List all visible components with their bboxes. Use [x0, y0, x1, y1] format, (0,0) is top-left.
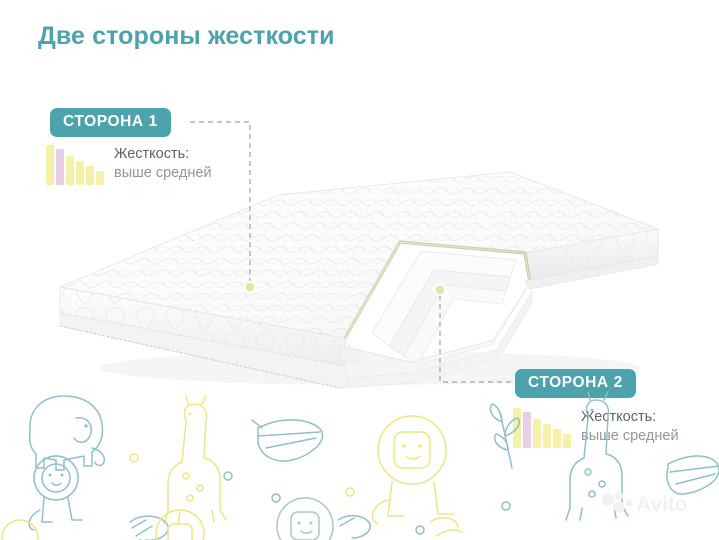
bar-6 — [563, 434, 571, 448]
hardness-text-2: Жесткость: выше средней — [581, 406, 679, 446]
side-badge-2: СТОРОНА 2 — [515, 369, 636, 398]
bar-2 — [523, 412, 531, 448]
avito-watermark: Avito — [602, 492, 688, 516]
avito-wordmark: Avito — [636, 493, 688, 516]
animal-doodles — [1, 391, 719, 540]
doodle-lion-bottom-yellow — [155, 509, 205, 540]
doodle-giraffe-yellow — [163, 395, 227, 525]
hardness-text-1: Жесткость: выше средней — [114, 143, 212, 183]
doodle-lion-left — [28, 455, 83, 531]
doodle-elephant — [28, 395, 106, 471]
bar-4 — [76, 161, 84, 185]
hardness-value-1: выше средней — [114, 165, 212, 182]
hardness-value-2: выше средней — [581, 428, 679, 445]
bar-5 — [553, 429, 561, 448]
doodle-bird-center — [337, 514, 371, 539]
bar-2 — [56, 149, 64, 185]
doodle-giraffe-teal — [565, 391, 629, 521]
doodle-bird-left — [129, 515, 169, 540]
hardness-block-1: Жесткость: выше средней — [46, 143, 212, 185]
doodle-circle-yellow — [1, 519, 39, 540]
hardness-label-2: Жесткость: — [581, 409, 657, 425]
bar-3 — [533, 419, 541, 448]
side-badge-1: СТОРОНА 1 — [50, 108, 171, 137]
hardness-label-1: Жесткость: — [114, 146, 190, 162]
bar-6 — [96, 171, 104, 185]
doodle-sprig-yellow — [429, 516, 463, 537]
page-title: Две стороны жесткости — [38, 22, 335, 50]
doodle-sprig — [489, 403, 520, 469]
doodle-leaf-1 — [251, 419, 324, 462]
bar-5 — [86, 166, 94, 185]
doodle-lion-bottom — [276, 497, 334, 540]
bar-chart-icon-1 — [46, 143, 104, 185]
doodle-lion-yellow — [371, 415, 455, 525]
bar-3 — [66, 156, 74, 185]
doodle-leaf-2 — [666, 455, 719, 495]
bar-1 — [46, 145, 54, 185]
mattress-illustration — [58, 171, 660, 389]
bar-4 — [543, 424, 551, 448]
